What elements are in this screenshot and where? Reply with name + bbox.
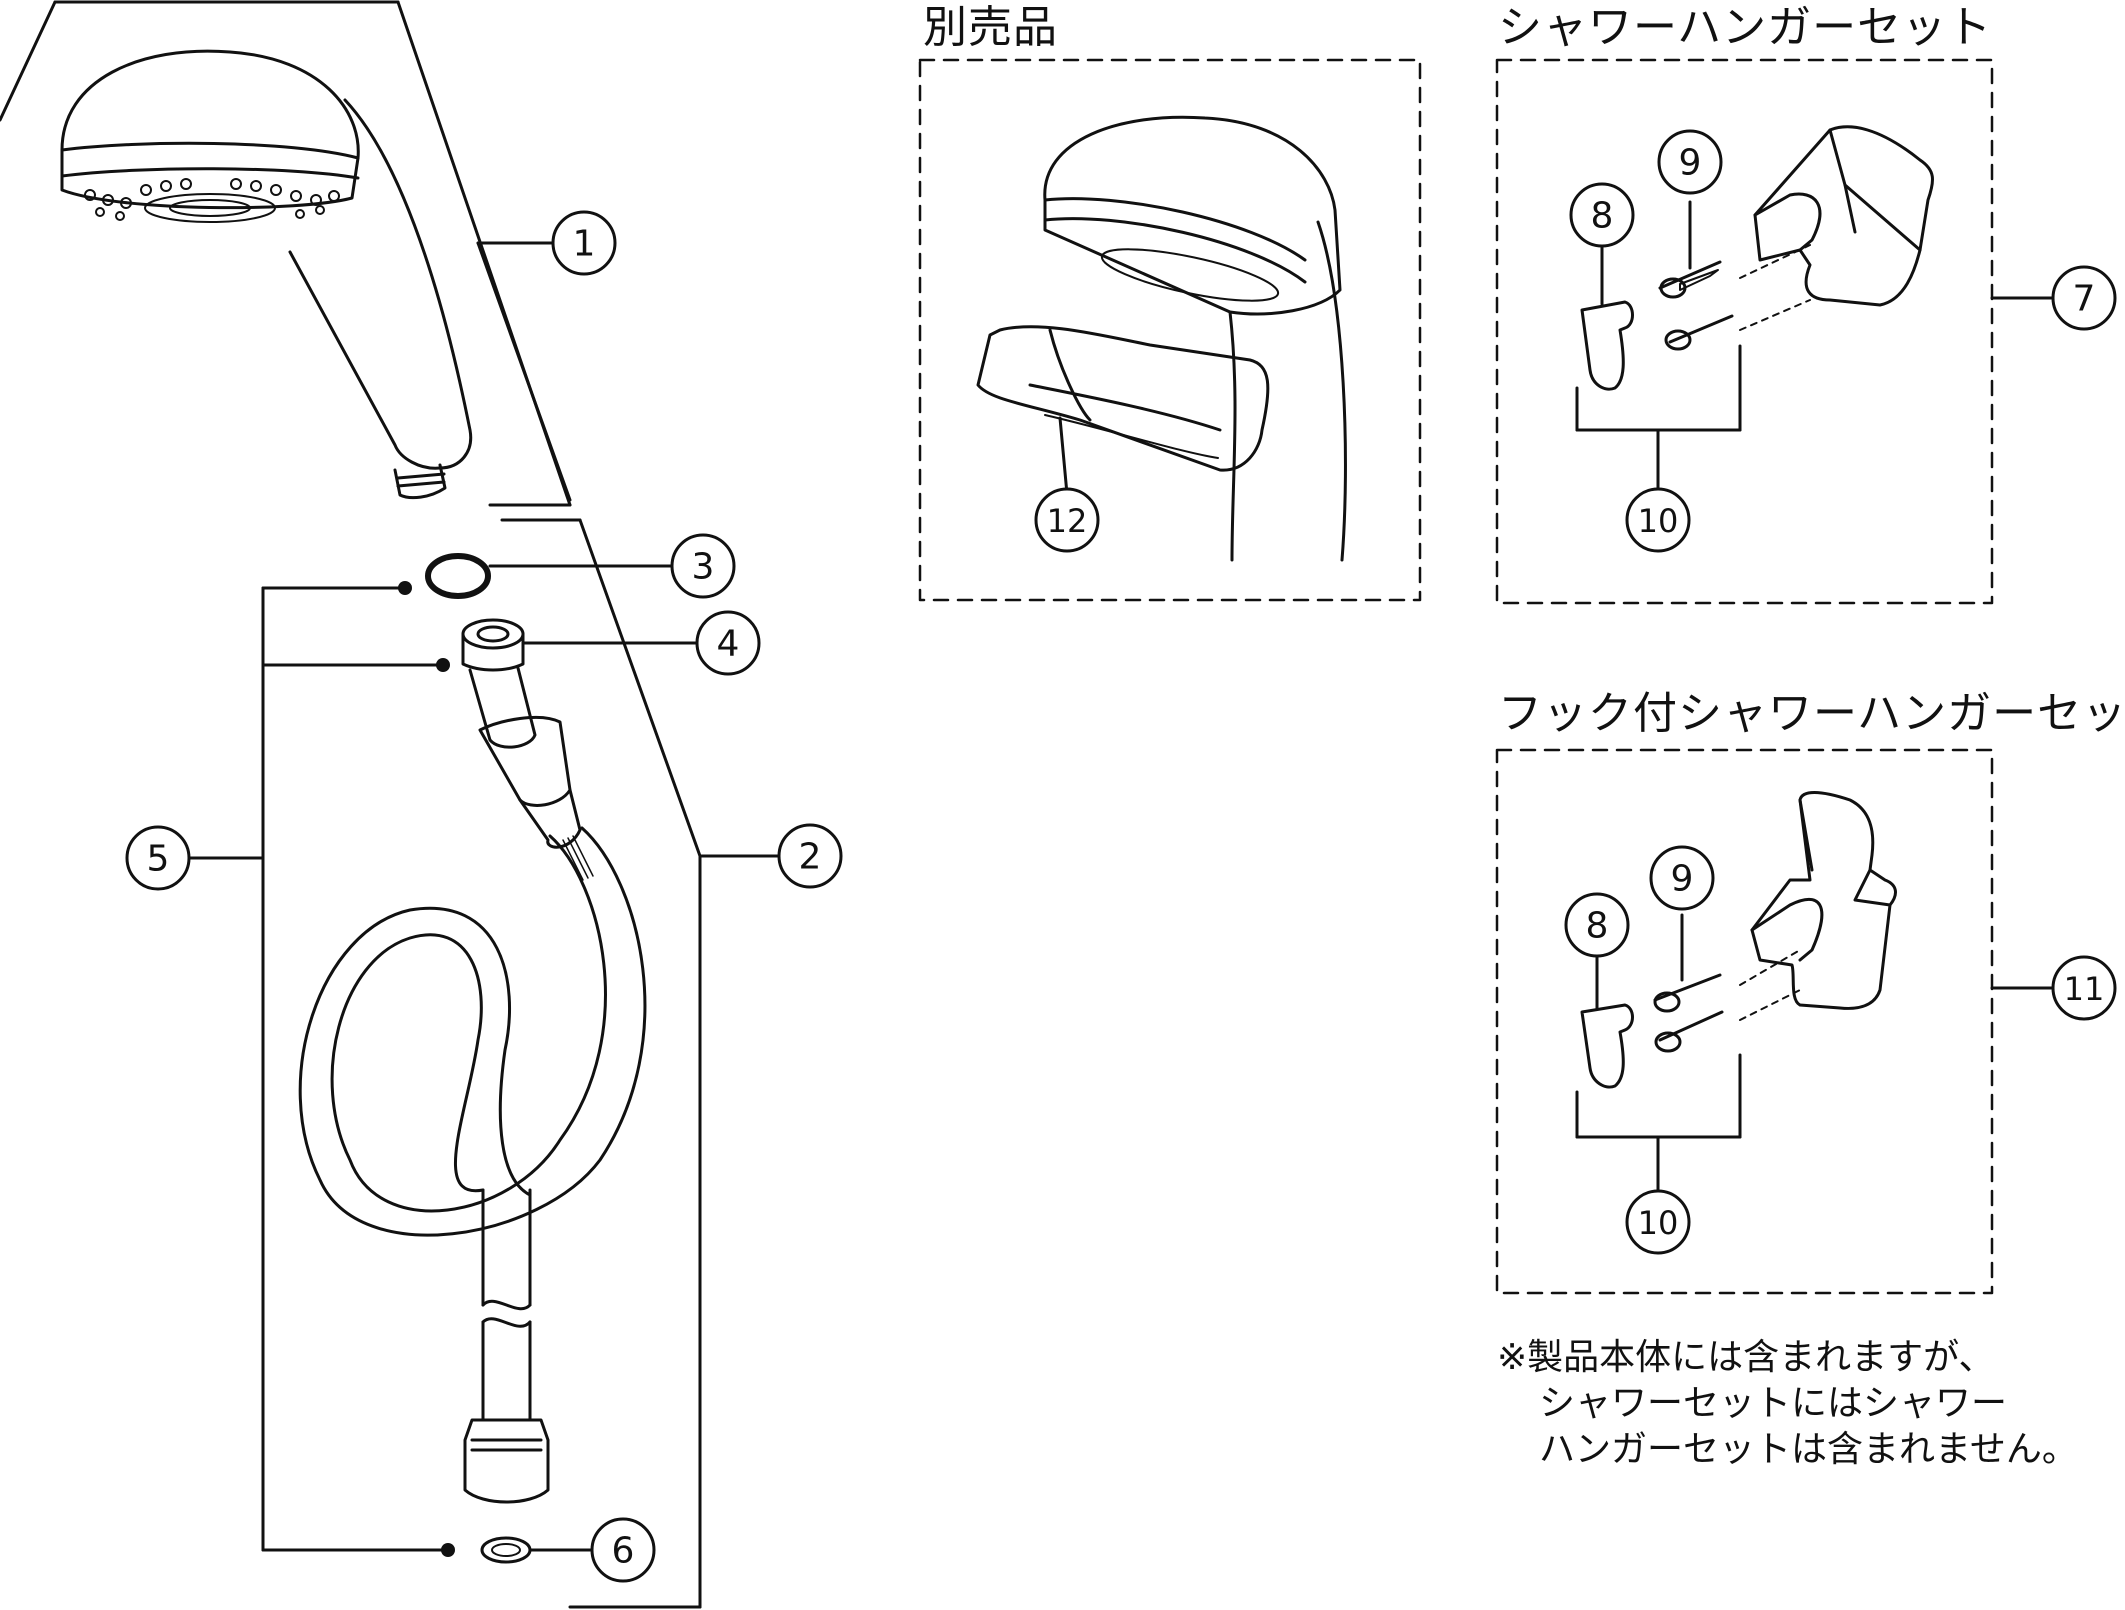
spray-head-with-adapter: [976, 115, 1347, 562]
callout-8-circle: [1569, 182, 1635, 248]
callout-10b-label: 10: [1638, 1204, 1679, 1242]
callout-2-label: 2: [799, 837, 822, 878]
washer-6: [480, 1536, 532, 1564]
note-text: ※製品本体には含まれますが、 シャワーセットにはシャワー ハンガーセットは含まれ…: [1497, 1335, 2078, 1473]
callout-5-circle: [125, 825, 191, 891]
callout-7-label: 7: [2073, 279, 2096, 320]
sold-separately-title: 別売品: [923, 2, 1058, 53]
cap-8b: [1580, 1003, 1634, 1089]
hanger-7: [1753, 125, 1934, 307]
callout-6-circle: [590, 1517, 656, 1583]
callout-10-circle: [1625, 487, 1691, 553]
hanger-set-frame: [1495, 58, 1994, 605]
hanger-set-title: シャワーハンガーセット: [1498, 2, 1993, 53]
joint-dot: [398, 581, 412, 595]
shower-head: [0, 0, 572, 507]
callout-12-circle: [1034, 487, 1100, 553]
sold-separately-frame: [918, 58, 1422, 602]
callout-8-label: 8: [1591, 196, 1614, 237]
callout-9b-label: 9: [1671, 859, 1694, 900]
callout-9b-circle: [1649, 845, 1715, 911]
hook-hanger-set-frame: [1495, 748, 1994, 1295]
o-ring-3: [425, 553, 491, 599]
callout-12-label: 12: [1047, 502, 1088, 540]
callout-3-circle: [670, 533, 736, 599]
adapter-4: [461, 618, 700, 749]
shower-hose: [298, 715, 647, 1504]
callout-2-circle: [777, 823, 843, 889]
callout-10-label: 10: [1638, 502, 1679, 540]
hanger-11: [1750, 791, 1897, 1010]
callout-8b-circle: [1564, 892, 1630, 958]
callout-11-circle: [2051, 955, 2117, 1021]
callout-4-label: 4: [717, 624, 740, 665]
joint-dot: [436, 658, 450, 672]
note-line-1: ※製品本体には含まれますが、: [1497, 1337, 1995, 1378]
hook-hanger-set-title: フック付シャワーハンガーセット: [1498, 688, 2125, 739]
cap-8: [1580, 300, 1634, 391]
callout-1-circle: [551, 210, 617, 276]
joint-dot: [441, 1543, 455, 1557]
callout-10b-circle: [1625, 1189, 1691, 1255]
callout-9-circle: [1657, 129, 1723, 195]
callout-8b-label: 8: [1586, 906, 1609, 947]
callout-3-label: 3: [692, 547, 715, 588]
callout-1-label: 1: [573, 224, 596, 265]
callout-7-circle: [2051, 265, 2117, 331]
screw-9: [1658, 244, 1811, 351]
callout-9-label: 9: [1679, 143, 1702, 184]
callout-5-label: 5: [147, 839, 170, 880]
screw-9b: [1653, 949, 1801, 1053]
callout-6-label: 6: [612, 1531, 635, 1572]
note-line-2: シャワーセットにはシャワー: [1539, 1383, 2008, 1424]
callout-4-circle: [695, 610, 761, 676]
callout-11-label: 11: [2064, 970, 2105, 1008]
note-line-3: ハンガーセットは含まれません。: [1539, 1429, 2078, 1470]
